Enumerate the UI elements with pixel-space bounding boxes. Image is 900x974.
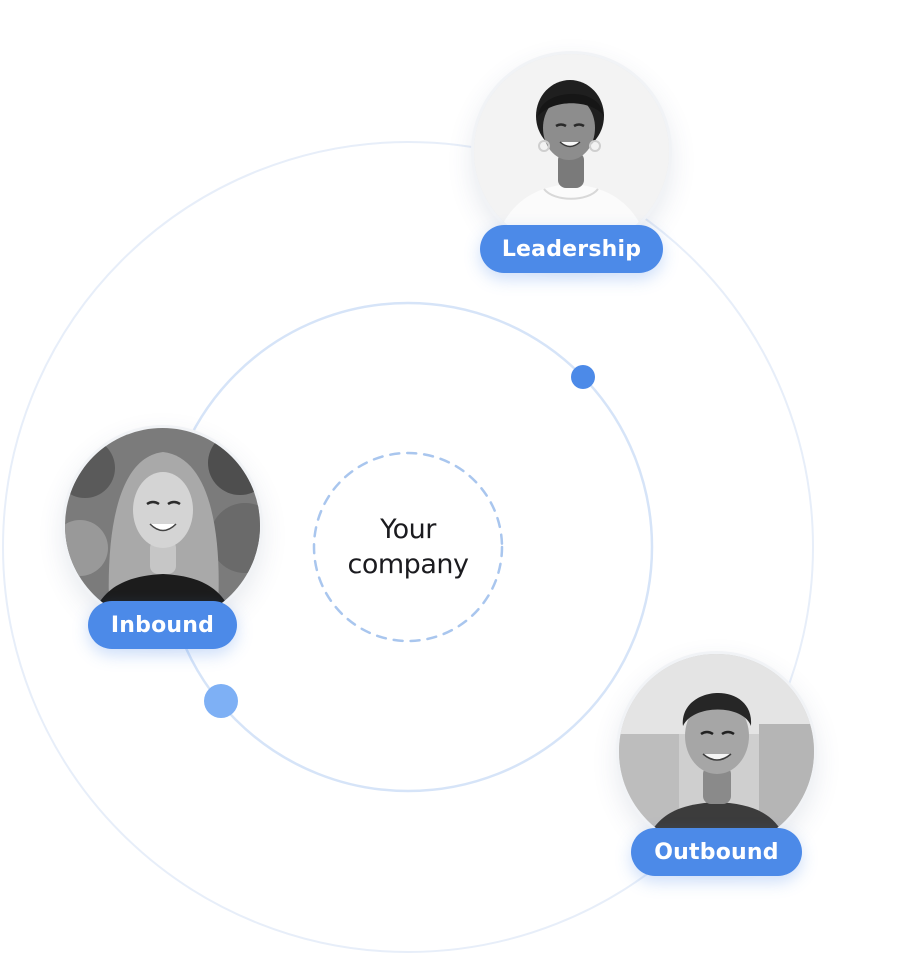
inbound-avatar bbox=[65, 428, 260, 623]
outbound-label-pill: Outbound bbox=[631, 828, 802, 876]
company-dashed-ring bbox=[312, 451, 504, 643]
outbound-avatar bbox=[619, 654, 814, 849]
inbound-label-pill: Inbound bbox=[88, 601, 237, 649]
person-photo-man-short-hair-icon bbox=[619, 654, 814, 849]
leadership-label-pill: Leadership bbox=[480, 225, 663, 273]
person-photo-woman-hoop-earrings-icon bbox=[474, 54, 669, 249]
outer-orbit-ring bbox=[2, 141, 814, 953]
person-photo-woman-long-hair-icon bbox=[65, 428, 260, 623]
company-center-label: Your company bbox=[313, 452, 503, 642]
orbit-dot-small bbox=[571, 365, 595, 389]
company-label-line2: company bbox=[347, 549, 469, 580]
company-label-line1: Your bbox=[380, 514, 436, 545]
orbit-dot-large bbox=[204, 684, 238, 718]
leadership-avatar bbox=[474, 54, 669, 249]
